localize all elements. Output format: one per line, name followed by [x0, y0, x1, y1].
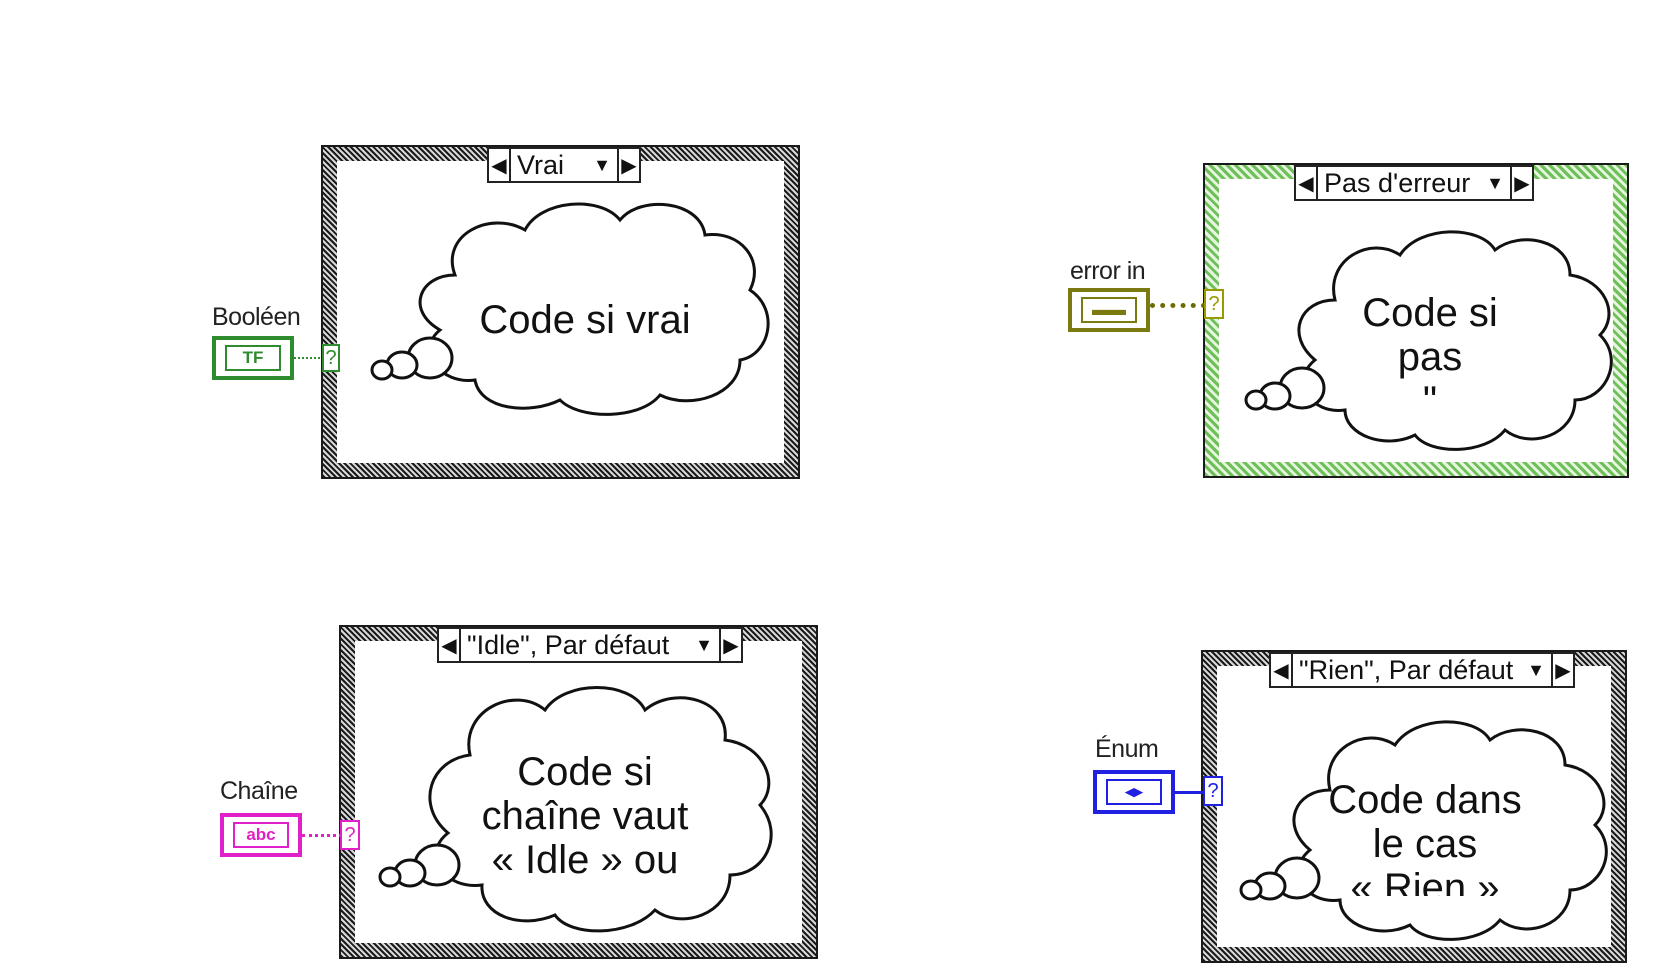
cloud-line: le cas: [1372, 822, 1478, 866]
cloud-line: Code si vrai: [479, 298, 691, 342]
terminal-inner: ◂▸: [1106, 779, 1162, 805]
wire: [302, 834, 342, 837]
thought-cloud-icon: [378, 686, 773, 933]
cloud-line: ": [1422, 379, 1438, 419]
case-left-arrow-icon[interactable]: ◀: [439, 629, 461, 661]
cloud-text: Code si vrai: [450, 298, 720, 342]
cloud-line: pas: [1397, 335, 1463, 379]
selector-tunnel[interactable]: ?: [1204, 289, 1224, 319]
wire: [294, 357, 324, 359]
case-selector-label: "Rien", Par défaut: [1299, 654, 1514, 685]
case-selector[interactable]: ◀ "Rien", Par défaut ▼ ▶: [1269, 652, 1575, 688]
case-selector[interactable]: ◀ Pas d'erreur ▼ ▶: [1294, 165, 1534, 201]
cloud-line: Code si: [517, 750, 653, 794]
thought-cloud-icon: [370, 202, 770, 416]
wire: [1175, 791, 1205, 794]
case-selector-label: Vrai: [517, 149, 565, 180]
terminal-inner: TF: [225, 345, 281, 371]
dropdown-icon[interactable]: ▼: [1527, 659, 1545, 680]
error-terminal[interactable]: ▬▬: [1068, 288, 1150, 332]
terminal-inner: abc: [233, 822, 289, 848]
terminal-label: Booléen: [212, 303, 301, 331]
case-selector[interactable]: ◀ Vrai ▼ ▶: [487, 147, 641, 183]
dropdown-icon[interactable]: ▼: [593, 154, 611, 175]
case-left-arrow-icon[interactable]: ◀: [489, 149, 511, 181]
string-terminal[interactable]: abc: [220, 813, 302, 857]
thought-cloud-icon: [1244, 230, 1613, 451]
thought-cloud-icon: [1239, 720, 1608, 941]
cloud-line: Code dans: [1328, 778, 1522, 822]
cloud-text: Code si chaîne vaut « Idle » ou: [460, 750, 710, 882]
case-right-arrow-icon[interactable]: ▶: [617, 149, 639, 181]
wire: [1150, 303, 1206, 308]
terminal-label: Chaîne: [220, 777, 298, 805]
case-left-arrow-icon[interactable]: ◀: [1271, 654, 1293, 686]
boolean-terminal[interactable]: TF: [212, 336, 294, 380]
case-right-arrow-icon[interactable]: ▶: [1551, 654, 1573, 686]
selector-tunnel[interactable]: ?: [1203, 776, 1223, 806]
terminal-inner: ▬▬: [1081, 297, 1137, 323]
case-selector[interactable]: ◀ "Idle", Par défaut ▼ ▶: [437, 627, 743, 663]
case-right-arrow-icon[interactable]: ▶: [1510, 167, 1532, 199]
case-left-arrow-icon[interactable]: ◀: [1296, 167, 1318, 199]
dropdown-icon[interactable]: ▼: [1486, 172, 1504, 193]
terminal-label: error in: [1070, 257, 1146, 285]
case-right-arrow-icon[interactable]: ▶: [719, 629, 741, 661]
cloud-line: Code si: [1362, 291, 1498, 335]
selector-tunnel[interactable]: ?: [340, 820, 360, 850]
enum-terminal[interactable]: ◂▸: [1093, 770, 1175, 814]
cloud-line: « Idle » ou: [491, 838, 679, 882]
cloud-line: « Rien »: [1350, 866, 1500, 896]
terminal-label: Énum: [1095, 735, 1159, 763]
cloud-line: chaîne vaut: [481, 794, 689, 838]
dropdown-icon[interactable]: ▼: [695, 634, 713, 655]
selector-tunnel[interactable]: ?: [322, 344, 340, 372]
case-selector-label: "Idle", Par défaut: [467, 629, 670, 660]
cloud-text: Code dans le cas « Rien »: [1310, 778, 1540, 896]
case-selector-label: Pas d'erreur: [1324, 167, 1471, 198]
cloud-text: Code si pas ": [1330, 291, 1530, 419]
